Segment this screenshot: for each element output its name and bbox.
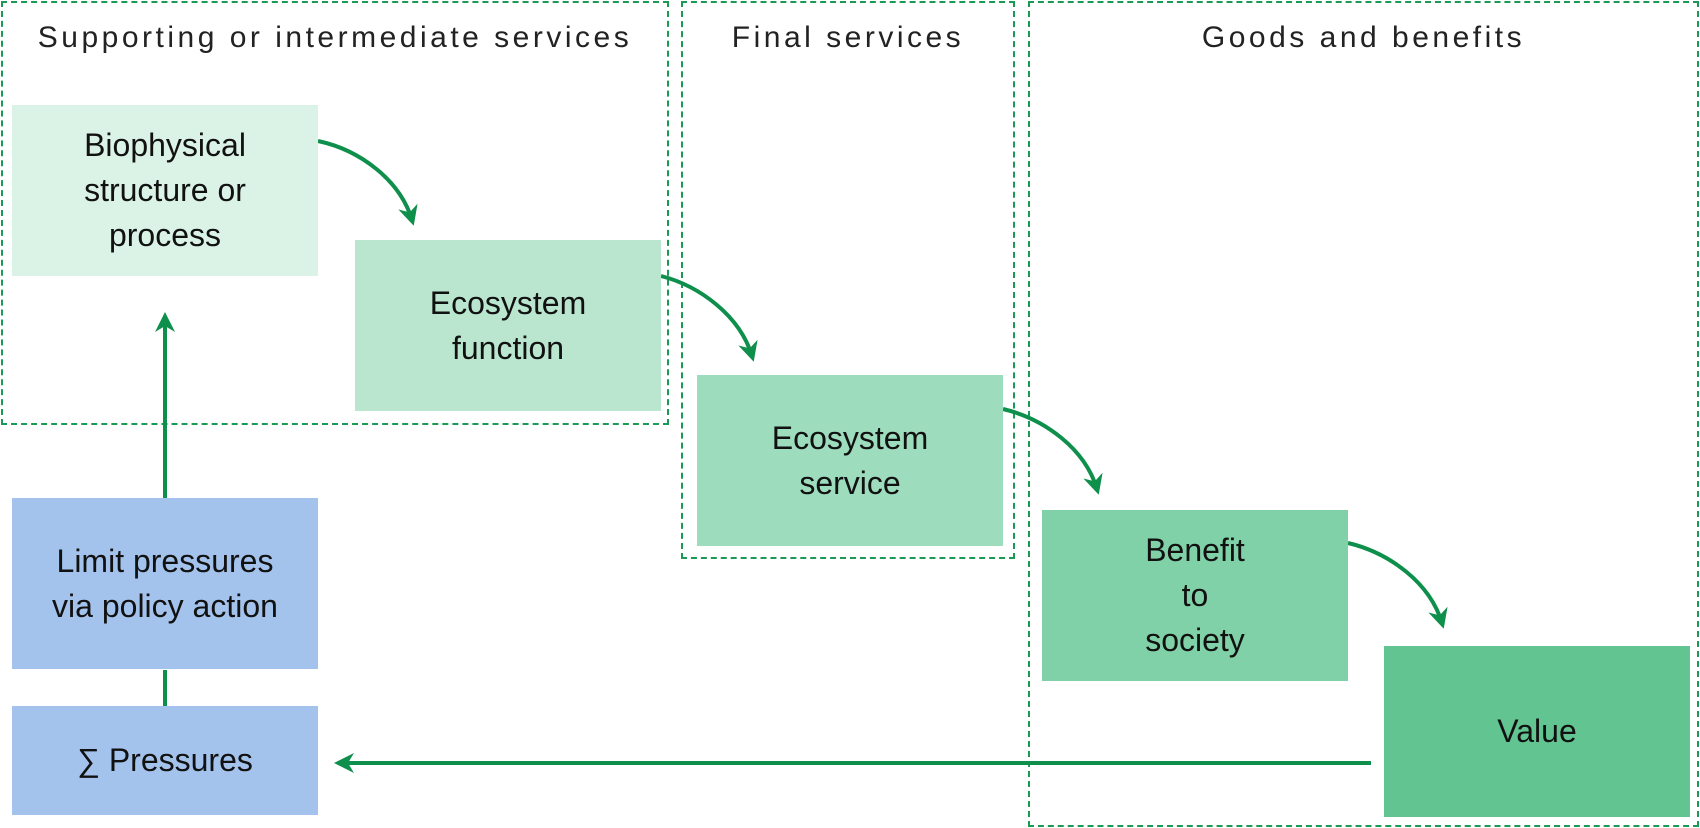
final-services-title: Final services bbox=[731, 21, 965, 54]
supporting-services-title: Supporting or intermediate services bbox=[37, 21, 633, 54]
limit-pressures-label: Limit pressures via policy action bbox=[52, 542, 278, 624]
ecosystem-function-box: Ecosystem function bbox=[355, 240, 661, 411]
ecosystem-function-label: Ecosystem function bbox=[429, 284, 587, 366]
pressures-label: ∑ Pressures bbox=[77, 742, 253, 778]
ecosystem-service-label: Ecosystem service bbox=[771, 419, 929, 501]
final-services-region: Final services bbox=[681, 1, 1015, 559]
limit-pressures-box: Limit pressures via policy action bbox=[12, 498, 318, 669]
pressures-box: ∑ Pressures bbox=[12, 706, 318, 815]
arrow-service-to-benefit bbox=[1002, 407, 1103, 495]
goods-benefits-region: Goods and benefits bbox=[1028, 1, 1699, 827]
supporting-services-region: Supporting or intermediate services bbox=[1, 1, 669, 425]
biophysical-structure-label: Biophysical structure or process bbox=[84, 127, 246, 253]
biophysical-structure-box: Biophysical structure or process bbox=[12, 105, 318, 276]
benefit-to-society-label: Benefit to society bbox=[1145, 532, 1245, 658]
arrow-benefit-to-value bbox=[1347, 541, 1448, 629]
arrow-function-to-service bbox=[660, 274, 758, 362]
value-box: Value bbox=[1384, 646, 1690, 817]
goods-benefits-title: Goods and benefits bbox=[1201, 21, 1526, 54]
benefit-to-society-box: Benefit to society bbox=[1042, 510, 1348, 681]
value-label: Value bbox=[1497, 713, 1577, 749]
arrow-biophysical-to-function bbox=[317, 139, 418, 226]
ecosystem-service-box: Ecosystem service bbox=[697, 375, 1003, 546]
